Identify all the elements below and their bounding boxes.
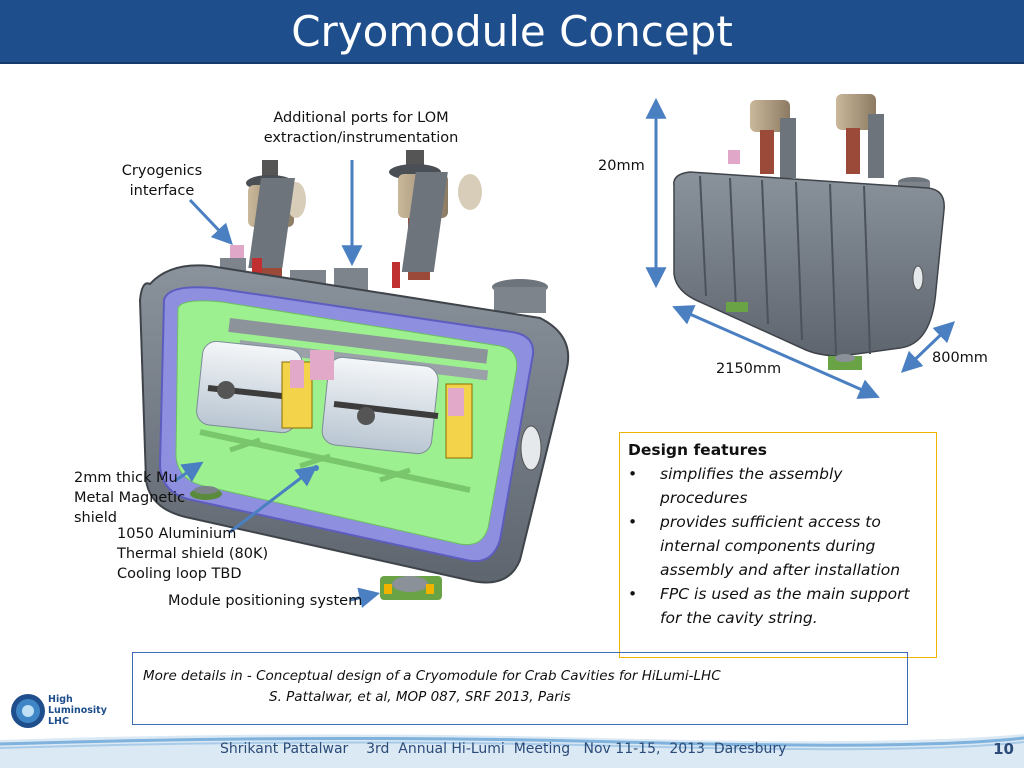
title-bar: Cryomodule Concept [0, 0, 1024, 64]
coupler-stack-right [389, 150, 482, 288]
label-cryogenics: Cryogenics interface [112, 161, 212, 201]
positioning-foot-left [190, 486, 222, 500]
label-mu-line3: shield [74, 510, 117, 526]
label-mu-metal-shield: 2mm thick Mu Metal Magnetic shield [74, 468, 204, 528]
label-al-line3: Cooling loop TBD [117, 566, 242, 582]
slide-title: Cryomodule Concept [291, 7, 733, 56]
label-al-line1: 1050 Aluminium [117, 526, 237, 542]
label-lom-ports-line1: Additional ports for LOM [273, 110, 449, 126]
logo-line2: Luminosity [48, 705, 107, 716]
label-mu-line2: Metal Magnetic [74, 490, 186, 506]
label-al-line2: Thermal shield (80K) [117, 546, 269, 562]
reference-line1: More details in - Conceptual design of a… [143, 668, 721, 684]
open-cryomodule-view [138, 150, 570, 600]
logo-line1: High [48, 694, 73, 705]
arrow-mu-metal [175, 461, 204, 483]
positioning-foot-bottom [380, 576, 442, 600]
footer-text: Shrikant Pattalwar 3rd Annual Hi-Lumi Me… [220, 741, 787, 757]
label-positioning-system: Module positioning system [168, 593, 363, 609]
hilumi-logo-icon [11, 694, 45, 728]
label-dim-length: 2150mm [716, 361, 782, 377]
page-number: 10 [993, 740, 1014, 758]
label-dim-depth: 800mm [932, 350, 988, 366]
design-feature-item: simplifies the assembly procedures [628, 462, 928, 510]
footer-wave [0, 734, 1024, 768]
arrow-dim-length [672, 305, 880, 399]
label-cryogenics-line2: interface [129, 183, 195, 199]
label-aluminium-shield: 1050 Aluminium Thermal shield (80K) Cool… [117, 524, 297, 584]
callout-arrows [175, 97, 956, 609]
cavity-right [310, 350, 473, 459]
logo-text: High Luminosity LHC [48, 694, 107, 727]
closed-cryomodule-view [673, 94, 945, 370]
design-feature-item: FPC is used as the main support for the … [628, 582, 928, 630]
design-feature-item: provides sufficient access to internal c… [628, 510, 928, 582]
arrow-aluminium [229, 465, 318, 534]
label-lom-ports: Additional ports for LOM extraction/inst… [258, 108, 464, 148]
arrow-dim-depth [900, 321, 956, 373]
logo-line3: LHC [48, 716, 69, 727]
label-cryogenics-line1: Cryogenics [121, 163, 203, 179]
arrow-positioning [349, 587, 381, 609]
reference-box: More details in - Conceptual design of a… [132, 652, 908, 725]
reference-line2: S. Pattalwar, et al, MOP 087, SRF 2013, … [269, 689, 571, 705]
arrow-cryogenics [188, 198, 233, 246]
design-features-heading: Design features [628, 441, 767, 459]
cavity-left [196, 340, 313, 434]
label-dim-height: 20mm [598, 158, 645, 174]
label-lom-ports-line2: extraction/instrumentation [263, 130, 459, 146]
design-features-list: simplifies the assembly procedures provi… [628, 462, 928, 630]
label-mu-line1: 2mm thick Mu [74, 470, 178, 486]
design-features-box: Design features simplifies the assembly … [619, 432, 937, 658]
